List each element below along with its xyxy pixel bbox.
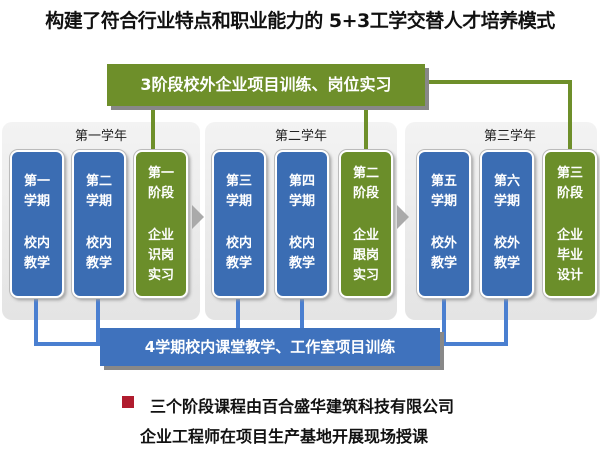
semester-box-bottom: 4学期校内课堂教学、工作室项目训练: [100, 328, 440, 366]
connector-line: [568, 80, 572, 152]
semester-4: 第四学期校内教学: [275, 150, 329, 298]
footer-line-1: 三个阶段课程由百合盛华建筑科技有限公司: [150, 397, 455, 416]
stage-3: 第三阶段企业毕业设计: [543, 150, 597, 298]
connector-line: [236, 296, 240, 330]
year-label-1: 第一学年: [74, 129, 127, 144]
bullet-icon: [122, 396, 134, 408]
semester-2: 第二学期校内教学: [72, 150, 126, 298]
footer-line-2: 企业工程师在项目生产基地开展现场授课: [140, 427, 429, 446]
semester-3: 第三学期校内教学: [212, 150, 266, 298]
connector-line: [151, 104, 155, 152]
connector-line: [34, 296, 38, 346]
semester-6: 第六学期校外教学: [480, 150, 534, 298]
semester-1: 第一学期校内教学: [10, 150, 64, 298]
connector-line: [504, 296, 508, 346]
stage-1: 第一阶段企业识岗实习: [134, 150, 188, 298]
connector-line: [425, 80, 572, 84]
connector-line: [442, 296, 446, 346]
year-label-2: 第二学年: [274, 129, 327, 144]
year-label-3: 第三学年: [483, 129, 536, 144]
arrow-right-icon: [397, 205, 409, 229]
page-title: 构建了符合行业特点和职业能力的 5+3工学交替人才培养模式: [45, 10, 555, 32]
arrow-right-icon: [192, 205, 204, 229]
connector-line: [300, 296, 304, 330]
stage-2: 第二阶段企业跟岗实习: [339, 150, 393, 298]
connector-line: [364, 104, 368, 152]
stage-box-top: 3阶段校外企业项目训练、岗位实习: [107, 64, 425, 106]
semester-5: 第五学期校外教学: [417, 150, 471, 298]
connector-line: [96, 296, 100, 346]
